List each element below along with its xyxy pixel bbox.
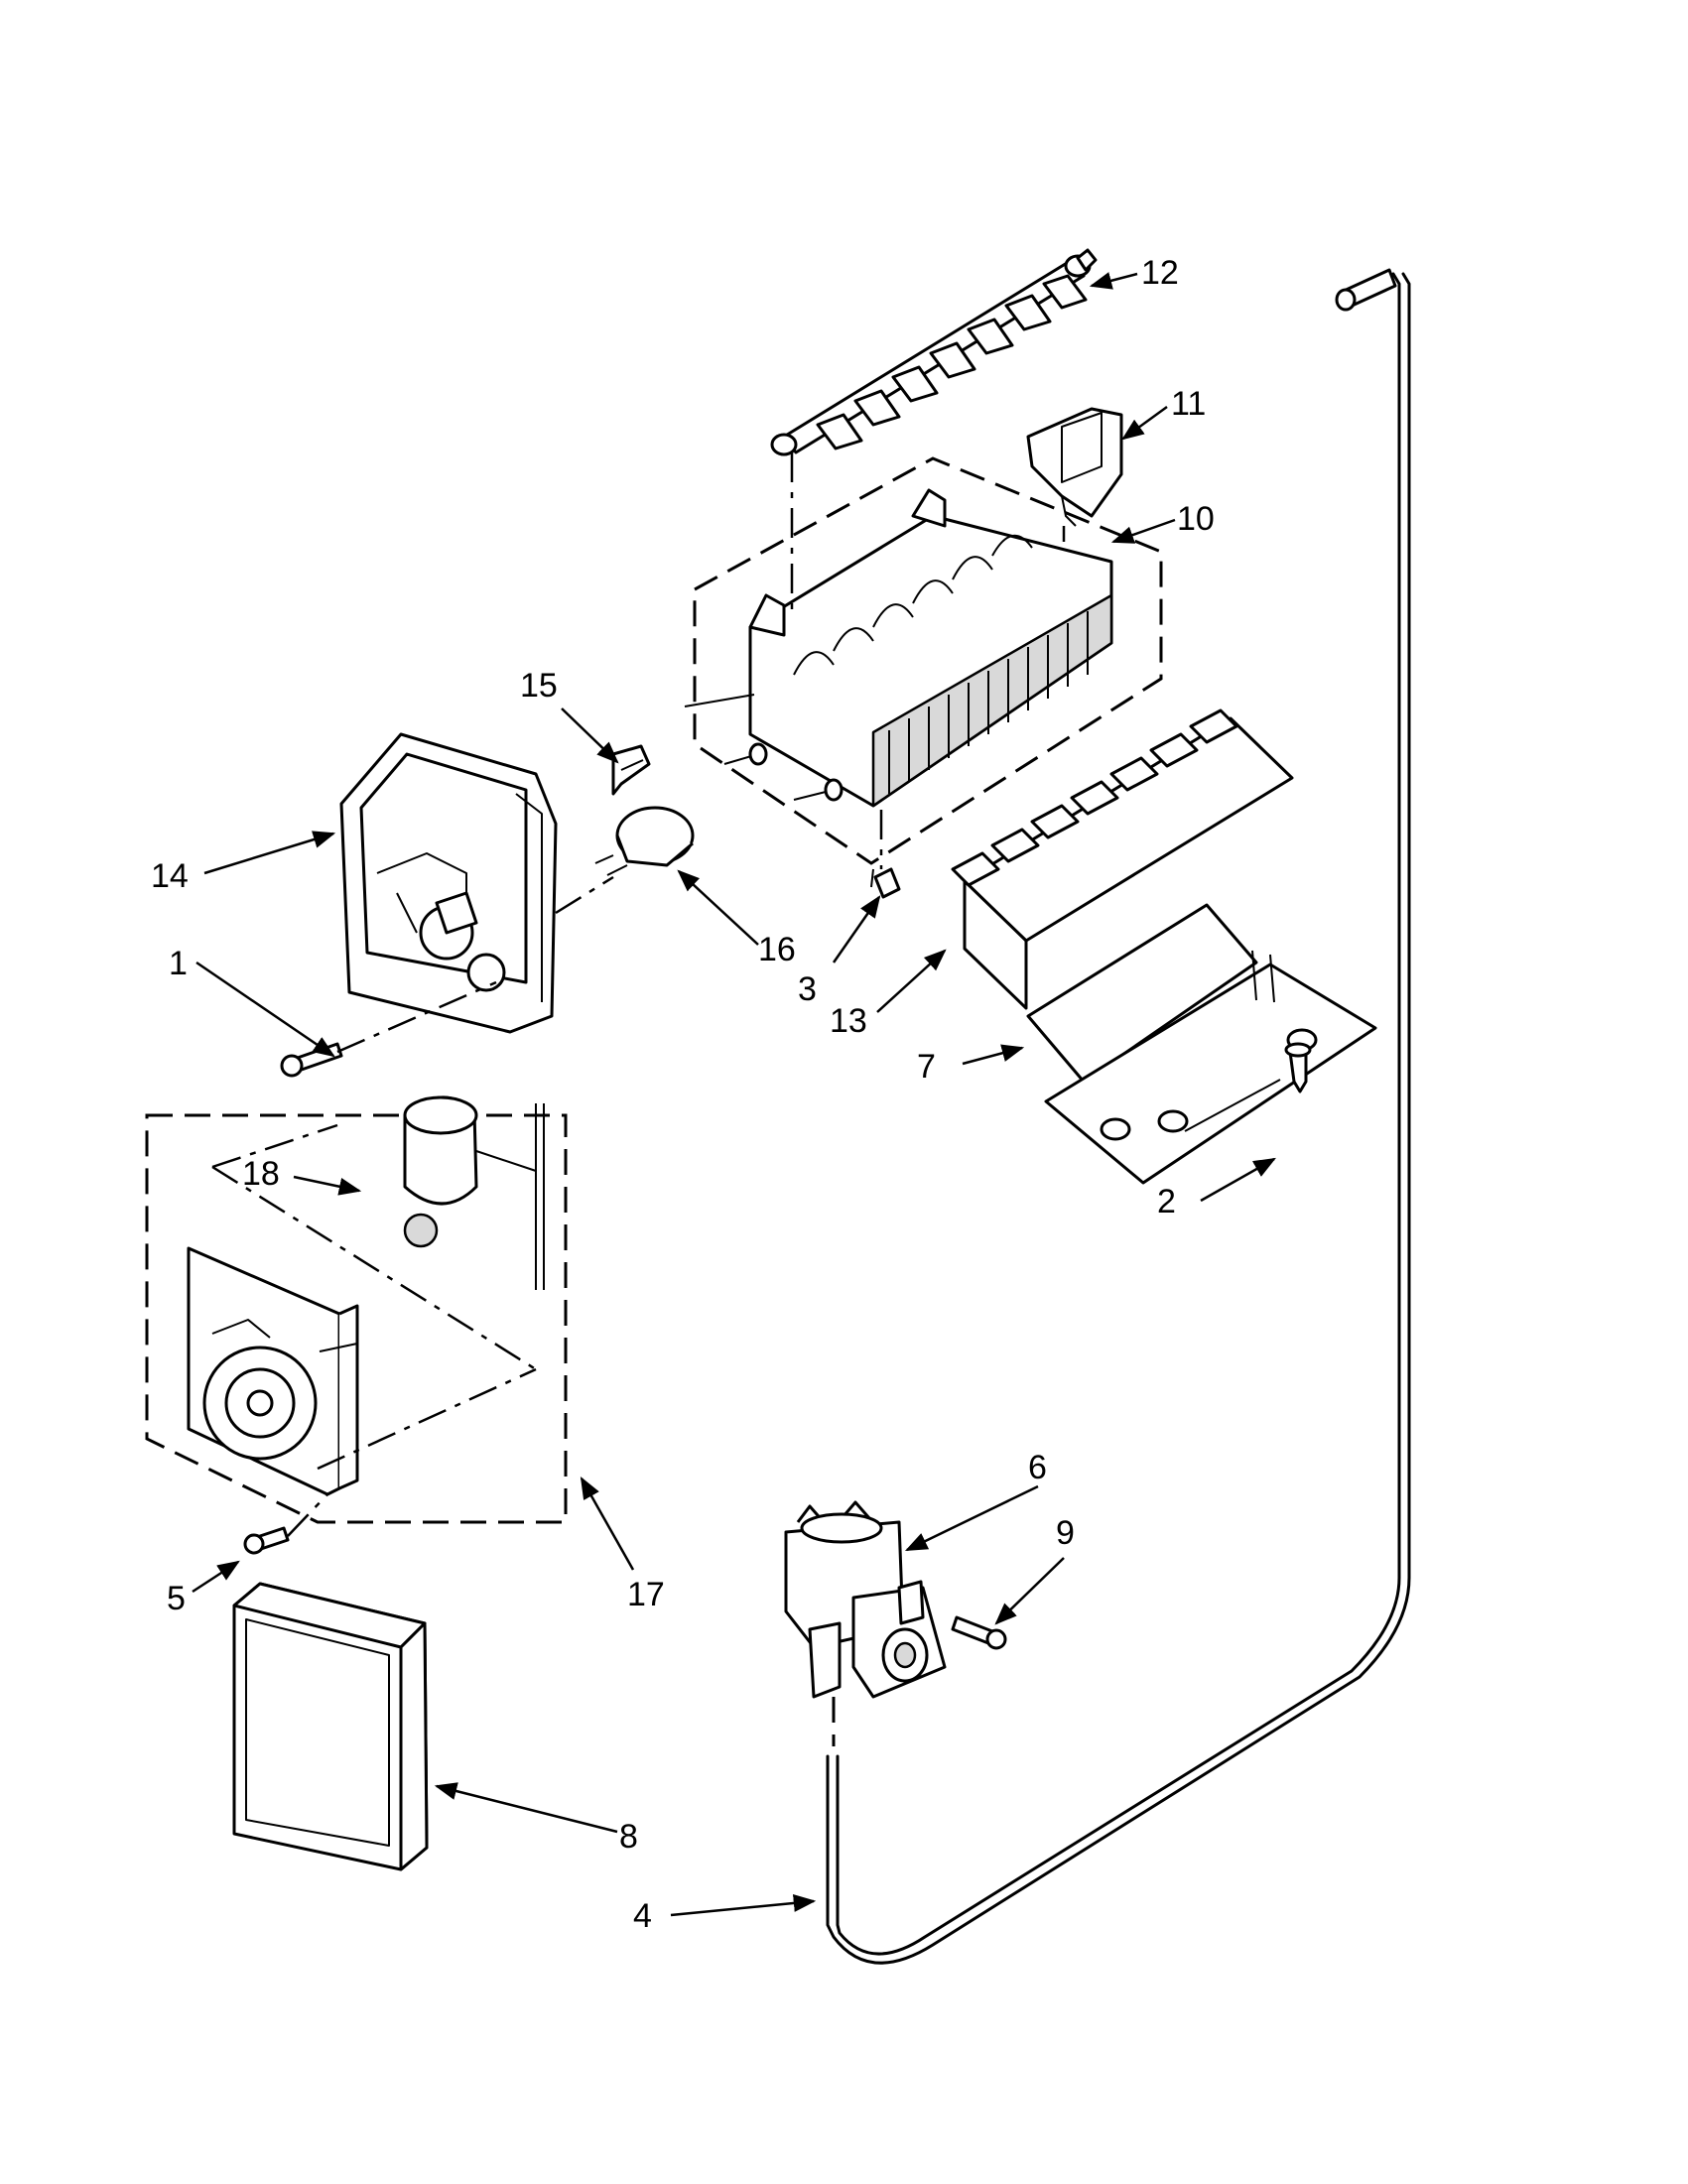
callout-7: 7 [917, 1048, 936, 1086]
callout-3: 3 [798, 970, 817, 1008]
thermostat-part [594, 806, 695, 876]
callout-labels: 1 2 3 4 5 6 7 8 9 10 11 12 13 14 15 16 1… [151, 254, 1215, 1935]
ice-mold-part [684, 456, 1163, 865]
leader-arrows [192, 272, 1276, 1917]
callout-13: 13 [830, 1002, 867, 1040]
callout-14: 14 [151, 857, 189, 895]
alignment-lines [287, 452, 1066, 1537]
clip-15-part [611, 744, 651, 796]
screw-9-part [951, 1615, 1007, 1650]
fill-cup-part [1026, 407, 1123, 527]
callout-12: 12 [1141, 254, 1179, 292]
water-valve-part [784, 1500, 947, 1699]
callout-1: 1 [169, 945, 188, 982]
control-housing-part [339, 732, 558, 1034]
water-tube-part [826, 268, 1411, 1965]
stripper-part [951, 708, 1294, 1010]
callout-10: 10 [1177, 500, 1215, 538]
screw-1-part [280, 1042, 343, 1078]
motor-part [403, 1095, 545, 1290]
callout-15: 15 [520, 667, 558, 705]
screw-2-part [1284, 1042, 1312, 1093]
ice-ejector-part [770, 248, 1098, 456]
callout-8: 8 [619, 1818, 638, 1856]
callout-9: 9 [1056, 1514, 1075, 1552]
callout-17: 17 [627, 1576, 665, 1613]
ice-bin-tray-part [1026, 903, 1377, 1185]
cover-8-part [232, 1582, 429, 1871]
control-module-assembly-part [145, 1113, 568, 1524]
clip-3-part [870, 867, 901, 899]
callout-6: 6 [1028, 1449, 1047, 1486]
callout-11: 11 [1171, 385, 1206, 423]
callout-4: 4 [633, 1897, 652, 1935]
screw-5-part [243, 1526, 290, 1555]
callout-16: 16 [758, 931, 796, 968]
callout-2: 2 [1157, 1183, 1176, 1220]
callout-5: 5 [167, 1580, 186, 1617]
callout-18: 18 [242, 1155, 280, 1193]
